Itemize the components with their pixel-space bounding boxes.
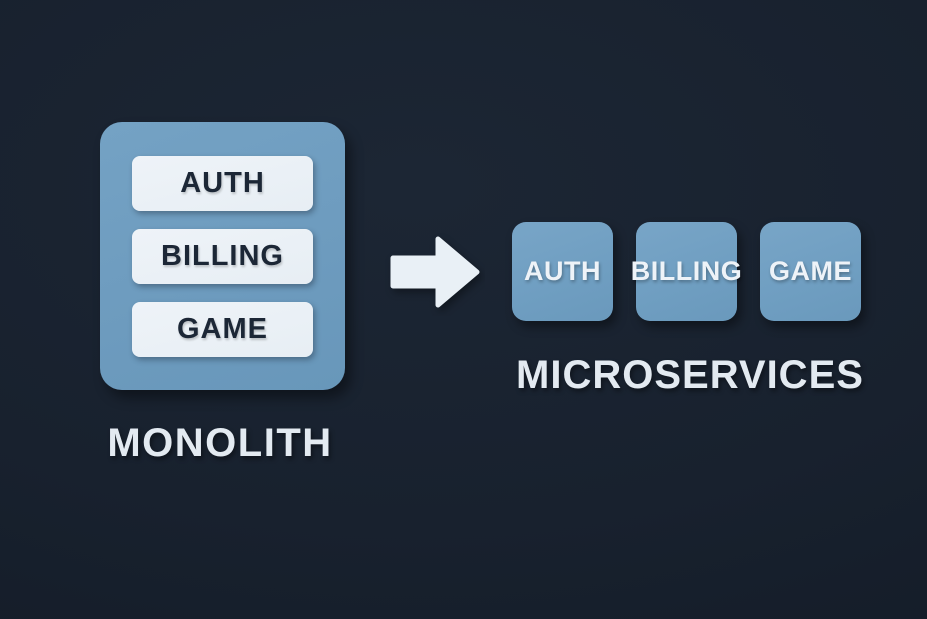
monolith-component-billing: BILLING — [132, 228, 313, 284]
microservice-box-auth: AUTH — [512, 222, 613, 321]
monolith-label: MONOLITH — [107, 421, 333, 465]
microservices-label: MICROSERVICES — [516, 353, 864, 397]
arrow-right-icon — [385, 228, 485, 316]
monolith-component-game: GAME — [132, 301, 313, 357]
microservices-row: AUTH BILLING GAME — [512, 222, 861, 321]
monolith-component-auth: AUTH — [132, 155, 313, 211]
microservice-box-game: GAME — [760, 222, 861, 321]
microservice-box-billing: BILLING — [631, 222, 742, 321]
monolith-container: AUTH BILLING GAME — [100, 122, 345, 390]
